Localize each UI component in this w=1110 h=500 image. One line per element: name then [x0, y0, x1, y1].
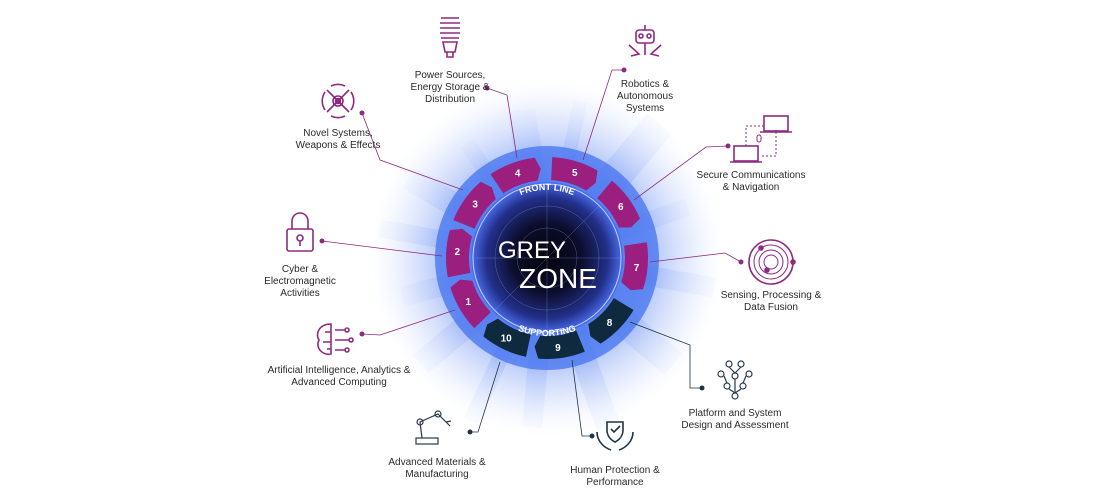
- segment-5: [551, 157, 598, 191]
- capability-label-advanced-materials: Advanced Materials & Manufacturing: [388, 457, 486, 480]
- capability-label-novel-systems: Novel Systems, Weapons & Effects: [295, 128, 381, 151]
- center-title-grey: GREY: [498, 237, 566, 264]
- segment-ring: 1 2 3 4 5 6 7 8 9 10: [446, 157, 648, 359]
- leader-dot: [319, 238, 325, 244]
- segment-8: [588, 298, 634, 344]
- robot-arm-icon: [415, 410, 452, 445]
- brain-circuit-icon: [316, 323, 354, 356]
- segment-number: 10: [501, 334, 513, 345]
- segment-number: 9: [555, 343, 561, 354]
- leader-lines: [319, 67, 744, 439]
- concentric-rings-icon: [748, 239, 796, 285]
- capability-label-robotics: Robotics & Autonomous Systems: [616, 79, 674, 114]
- segment-number: 7: [634, 263, 640, 274]
- leader-line: [361, 309, 456, 336]
- leader-dot: [699, 385, 705, 391]
- leader-line: [321, 240, 443, 257]
- leader-dot: [738, 259, 744, 265]
- robot-icon: [628, 25, 662, 57]
- leader-dot: [467, 429, 473, 435]
- segment-number: 1: [466, 297, 472, 308]
- capability-label-human-protection: Human Protection & Performance: [570, 465, 660, 488]
- capability-label-ai: Artificial Intelligence, Analytics & Adv…: [267, 365, 411, 388]
- center-title-zone: ZONE: [519, 263, 597, 294]
- leader-dot: [484, 85, 490, 91]
- capability-icons: [286, 17, 796, 451]
- leader-dot: [725, 143, 731, 149]
- linked-laptops-icon: [730, 115, 792, 163]
- supporting-label: SUPPORTING: [517, 323, 577, 338]
- segment-number: 5: [572, 168, 578, 179]
- leader-dot: [621, 67, 627, 73]
- crosshair-icon: [321, 83, 355, 119]
- segment-number: 3: [472, 199, 478, 210]
- leader-line: [486, 87, 518, 159]
- capability-label-secure-comms: Secure Communications & Navigation: [696, 170, 806, 193]
- segment-number: 6: [618, 202, 624, 213]
- radar-crosshair: [494, 205, 600, 311]
- segment-6: [597, 180, 640, 228]
- segment-number: 8: [607, 318, 613, 329]
- capability-label-platform: Platform and System Design and Assessmen…: [681, 408, 789, 431]
- segment-3: [453, 181, 496, 229]
- front-line-label: FRONT LINE: [518, 182, 576, 197]
- segment-10: [483, 318, 531, 357]
- segment-1: [450, 279, 491, 329]
- leader-line: [361, 112, 464, 191]
- leader-line: [571, 359, 592, 437]
- node-tree-icon: [717, 360, 753, 400]
- capability-label-power: Power Sources, Energy Storage & Distribu…: [410, 70, 490, 105]
- leader-line: [629, 321, 702, 389]
- leader-line: [649, 252, 742, 263]
- padlock-icon: [286, 212, 314, 252]
- capability-label-sensing: Sensing, Processing & Data Fusion: [720, 290, 822, 313]
- segment-9: [534, 330, 585, 359]
- segment-number: 2: [454, 247, 460, 258]
- leader-dot: [589, 433, 595, 439]
- capability-label-cyber: Cyber & Electromagnetic Activities: [264, 264, 336, 299]
- leader-line: [582, 69, 624, 161]
- segment-7: [621, 242, 648, 291]
- segment-2: [446, 228, 473, 278]
- lightbulb-icon: [440, 17, 460, 58]
- hands-shield-icon: [596, 421, 634, 451]
- segment-number: 4: [515, 168, 521, 179]
- leader-line: [470, 361, 501, 433]
- leader-dot: [359, 110, 365, 116]
- segment-4: [490, 157, 541, 194]
- leader-line: [633, 145, 729, 201]
- leader-dot: [359, 331, 365, 337]
